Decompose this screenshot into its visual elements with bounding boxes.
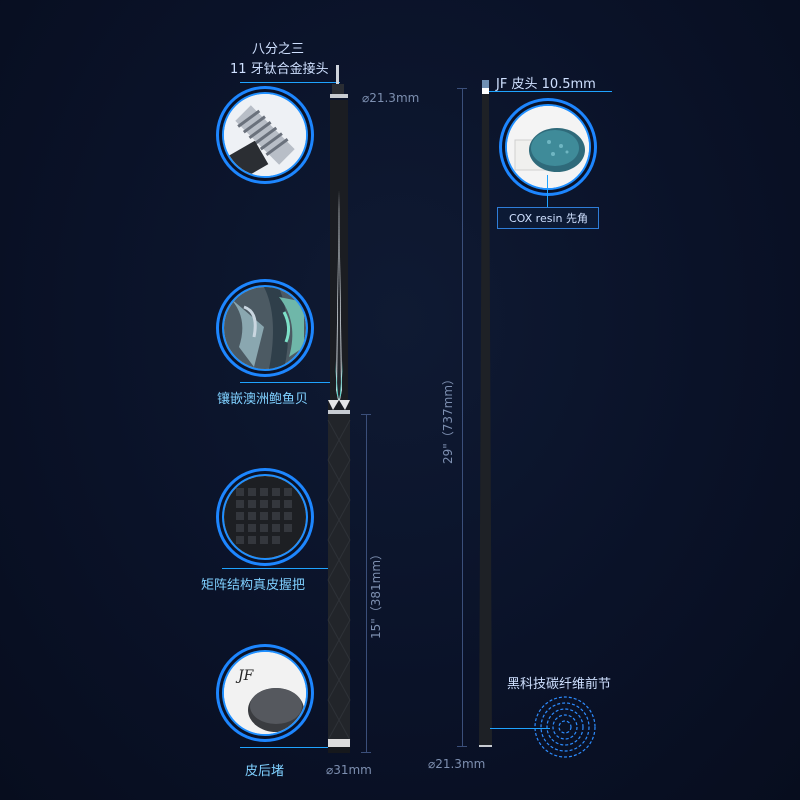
tip-callout-line — [482, 91, 612, 92]
carbon-fiber-icon — [534, 696, 596, 758]
grip-callout-line — [222, 568, 332, 569]
butt-length: 15"（381mm） — [369, 547, 384, 640]
shaft-length-line — [462, 88, 463, 746]
shaft-callout-line — [490, 728, 550, 729]
butt-cue — [327, 65, 351, 753]
joint-detail-circle — [222, 92, 308, 178]
shaft-cue — [479, 80, 492, 747]
butt-top-diameter: ⌀21.3mm — [362, 91, 420, 105]
shaft-length-tick-bottom — [457, 746, 467, 747]
bumper-callout-line — [240, 747, 332, 748]
joint-label-1: 八分之三 — [252, 42, 305, 57]
ferrule-callout-line — [547, 175, 548, 208]
joint-label-2: 11 牙钛合金接头 — [230, 62, 329, 77]
shaft-length-tick-top — [457, 88, 467, 89]
grip-label: 矩阵结构真皮握把 — [201, 578, 306, 593]
joint-callout-line — [240, 82, 340, 83]
butt-bottom-diameter: ⌀31mm — [326, 763, 372, 777]
tip-label: JF 皮头 10.5mm — [496, 77, 596, 92]
svg-text:JF: JF — [235, 668, 255, 684]
butt-length-tick-top — [361, 414, 371, 415]
shaft-label: 黑科技碳纤维前节 — [507, 677, 612, 692]
shaft-length: 29"（737mm） — [441, 372, 456, 465]
tip-detail-circle — [505, 104, 591, 190]
inlay-callout-line — [240, 382, 332, 383]
shaft-bottom-diameter: ⌀21.3mm — [428, 757, 486, 771]
bumper-detail-circle: JF — [222, 650, 308, 736]
ferrule-label: COX resin 先角 — [509, 212, 588, 225]
bumper-label: 皮后堵 — [245, 764, 285, 779]
butt-length-tick-bottom — [361, 752, 371, 753]
grip-detail-circle — [222, 474, 308, 560]
ferrule-label-box — [497, 207, 599, 229]
inlay-label: 镶嵌澳洲鲍鱼贝 — [217, 392, 309, 407]
butt-length-line — [366, 414, 367, 752]
inlay-detail-circle — [222, 285, 308, 371]
